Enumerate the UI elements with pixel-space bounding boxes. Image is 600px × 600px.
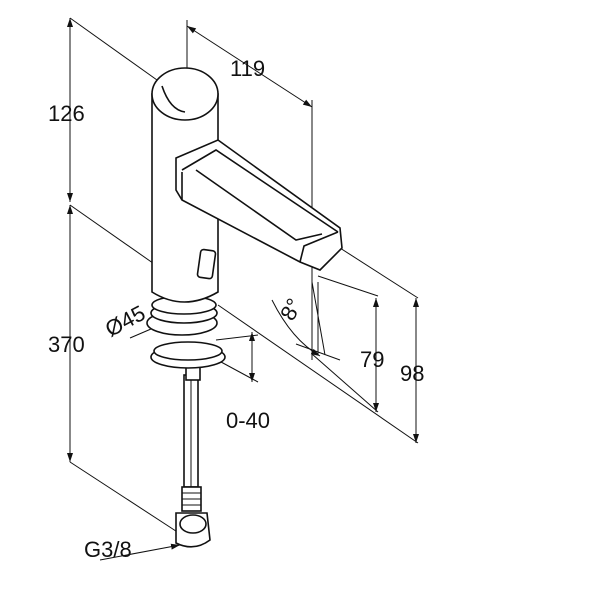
label-diameter-45: Ø45 [101, 300, 149, 342]
dimension-labels: 119 126 370 Ø45 8° 79 98 0-40 G3/8 [48, 56, 424, 562]
spout [175, 139, 343, 271]
label-119: 119 [230, 56, 265, 81]
faucet-body [146, 67, 343, 548]
mounting-nut [146, 295, 226, 381]
cylinder-top [151, 67, 219, 121]
dim-119-line [186, 25, 313, 108]
label-g3-8: G3/8 [84, 537, 132, 562]
sensor-window [196, 248, 217, 280]
hose-coupling [175, 486, 211, 548]
label-126: 126 [48, 101, 85, 126]
label-angle-8: 8° [275, 294, 307, 324]
label-370: 370 [48, 332, 85, 357]
label-79: 79 [360, 347, 384, 372]
dimension-lines [67, 17, 419, 561]
label-98: 98 [400, 361, 424, 386]
label-0-40: 0-40 [226, 408, 270, 433]
